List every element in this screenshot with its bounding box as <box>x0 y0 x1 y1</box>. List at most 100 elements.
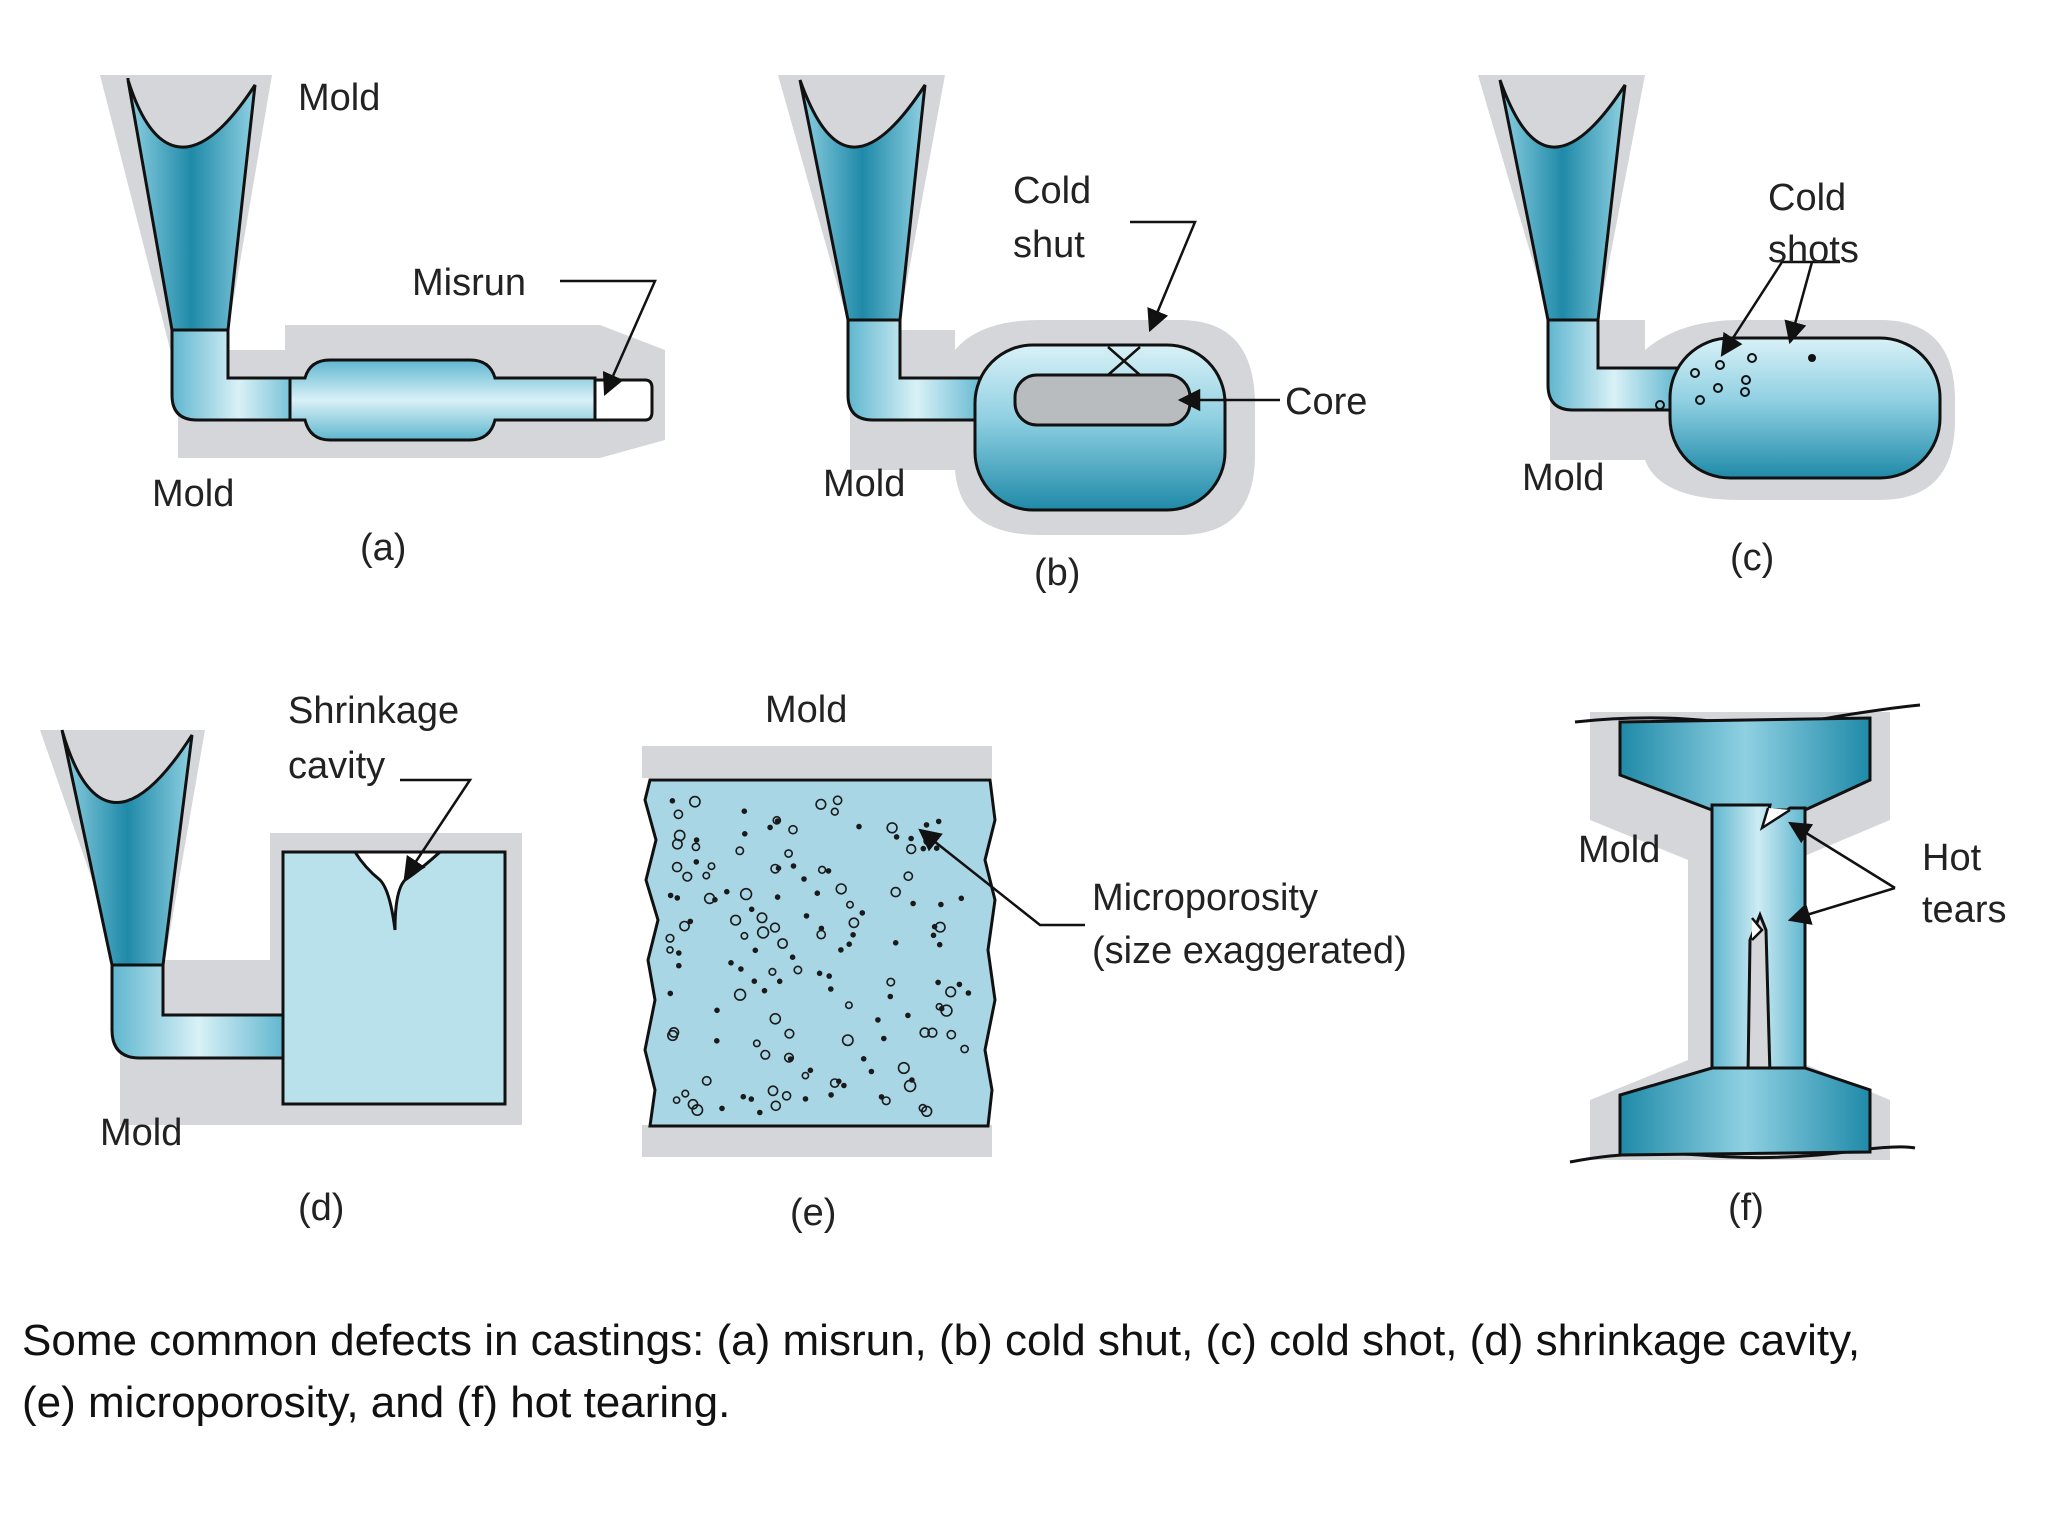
pore <box>919 1027 931 1038</box>
pore <box>880 1035 887 1042</box>
pore <box>860 1056 867 1062</box>
pore <box>788 824 798 835</box>
pore <box>830 807 839 816</box>
pore <box>789 954 796 961</box>
pore <box>807 1067 814 1074</box>
pore <box>802 1096 809 1102</box>
pore <box>776 978 783 985</box>
mold-bottom-band <box>642 1125 992 1157</box>
pore <box>760 1049 771 1060</box>
panel-a-misrun: Mold Misrun Mold (a) <box>100 75 665 569</box>
pore <box>801 876 807 882</box>
hot-tears-leader-1 <box>1788 821 1896 890</box>
pore <box>827 986 834 992</box>
pore <box>769 1012 782 1025</box>
pore <box>761 987 768 994</box>
pore <box>768 967 777 977</box>
pore <box>832 795 843 806</box>
figure-caption: Some common defects in castings: (a) mis… <box>22 1310 2022 1434</box>
pouring-cup <box>798 79 927 322</box>
label-cold-shut-line1: Cold <box>1013 170 1091 212</box>
pore <box>770 863 781 874</box>
pore <box>774 894 781 900</box>
pore <box>908 835 914 842</box>
panel-b-cold-shut: Cold shut Core Mold (b) <box>778 75 1367 594</box>
label-mold: Mold <box>765 689 847 731</box>
panel-d-shrinkage: Shrinkage cavity Mold (d) <box>40 690 522 1229</box>
porous-casting <box>643 778 997 1128</box>
pore <box>767 1085 779 1097</box>
pore <box>702 871 711 880</box>
pore <box>703 892 716 905</box>
pore <box>848 917 860 929</box>
pore <box>903 871 914 882</box>
pore <box>777 938 788 949</box>
panel-f-hot-tearing: Mold Hot tears (f) <box>1569 703 2006 1229</box>
label-microporosity-line1: Microporosity <box>1092 877 1318 919</box>
pore <box>756 912 768 924</box>
pore <box>667 990 674 997</box>
pore <box>733 988 747 1001</box>
pore <box>835 1078 842 1085</box>
label-mold-bottom: Mold <box>152 473 234 515</box>
pore <box>668 1027 680 1038</box>
caption-c: (c) <box>1730 537 1774 579</box>
sprue-runner <box>170 328 307 422</box>
hot-tears-leader-2 <box>1787 886 1896 925</box>
pore <box>910 900 916 907</box>
pore <box>958 895 965 902</box>
pore <box>674 895 681 901</box>
microporosity-leader <box>918 828 1085 927</box>
casting-body <box>1668 336 1942 480</box>
sprue-runner <box>110 963 287 1060</box>
pore <box>752 1039 761 1048</box>
pore <box>751 978 758 985</box>
label-microporosity-line2: (size exaggerated) <box>1092 930 1407 972</box>
pore <box>693 837 700 843</box>
pore <box>665 933 675 943</box>
pore <box>825 868 832 874</box>
pore <box>817 865 827 874</box>
pore <box>931 923 938 930</box>
cold-shot-particle <box>1715 360 1725 370</box>
label-mold: Mold <box>100 1112 182 1154</box>
pore <box>965 990 972 996</box>
pore <box>728 959 734 966</box>
pore <box>881 1096 891 1106</box>
pore <box>723 888 730 895</box>
pore <box>856 823 862 830</box>
pore <box>691 842 701 852</box>
pore <box>767 824 773 831</box>
label-cold-shots-line1: Cold <box>1768 177 1846 219</box>
pore <box>719 1105 725 1112</box>
panel-c-cold-shot: Cold shots Mold (c) <box>1478 75 1955 579</box>
pore <box>890 886 902 898</box>
pouring-cup <box>1498 79 1627 322</box>
pore <box>769 922 781 933</box>
pouring-cup <box>126 79 257 332</box>
figure-caption-line1: Some common defects in castings: (a) mis… <box>22 1316 1861 1365</box>
pore <box>815 798 827 810</box>
label-cold-shots-line2: shots <box>1768 229 1859 271</box>
pore <box>845 900 854 909</box>
cold-shots-leader-2 <box>1784 261 1814 345</box>
pore <box>672 1096 681 1104</box>
label-mold-top: Mold <box>298 77 380 119</box>
pore <box>803 913 810 919</box>
pore <box>673 809 684 820</box>
pore <box>878 1094 885 1100</box>
pore <box>756 926 770 939</box>
pore <box>748 906 755 913</box>
label-shrinkage-line2: cavity <box>288 745 385 787</box>
cold-shut-leader <box>1130 220 1197 333</box>
panel-e-microporosity: Mold Microporosity (size exaggerated) (e… <box>642 689 1407 1234</box>
pore <box>886 977 896 987</box>
pore <box>669 797 676 804</box>
caption-b: (b) <box>1034 552 1080 594</box>
pore <box>741 830 748 837</box>
cold-shot-particle <box>1740 387 1750 397</box>
cold-shots-leader <box>1720 260 1840 357</box>
pore <box>783 1052 795 1063</box>
pore <box>818 925 825 932</box>
